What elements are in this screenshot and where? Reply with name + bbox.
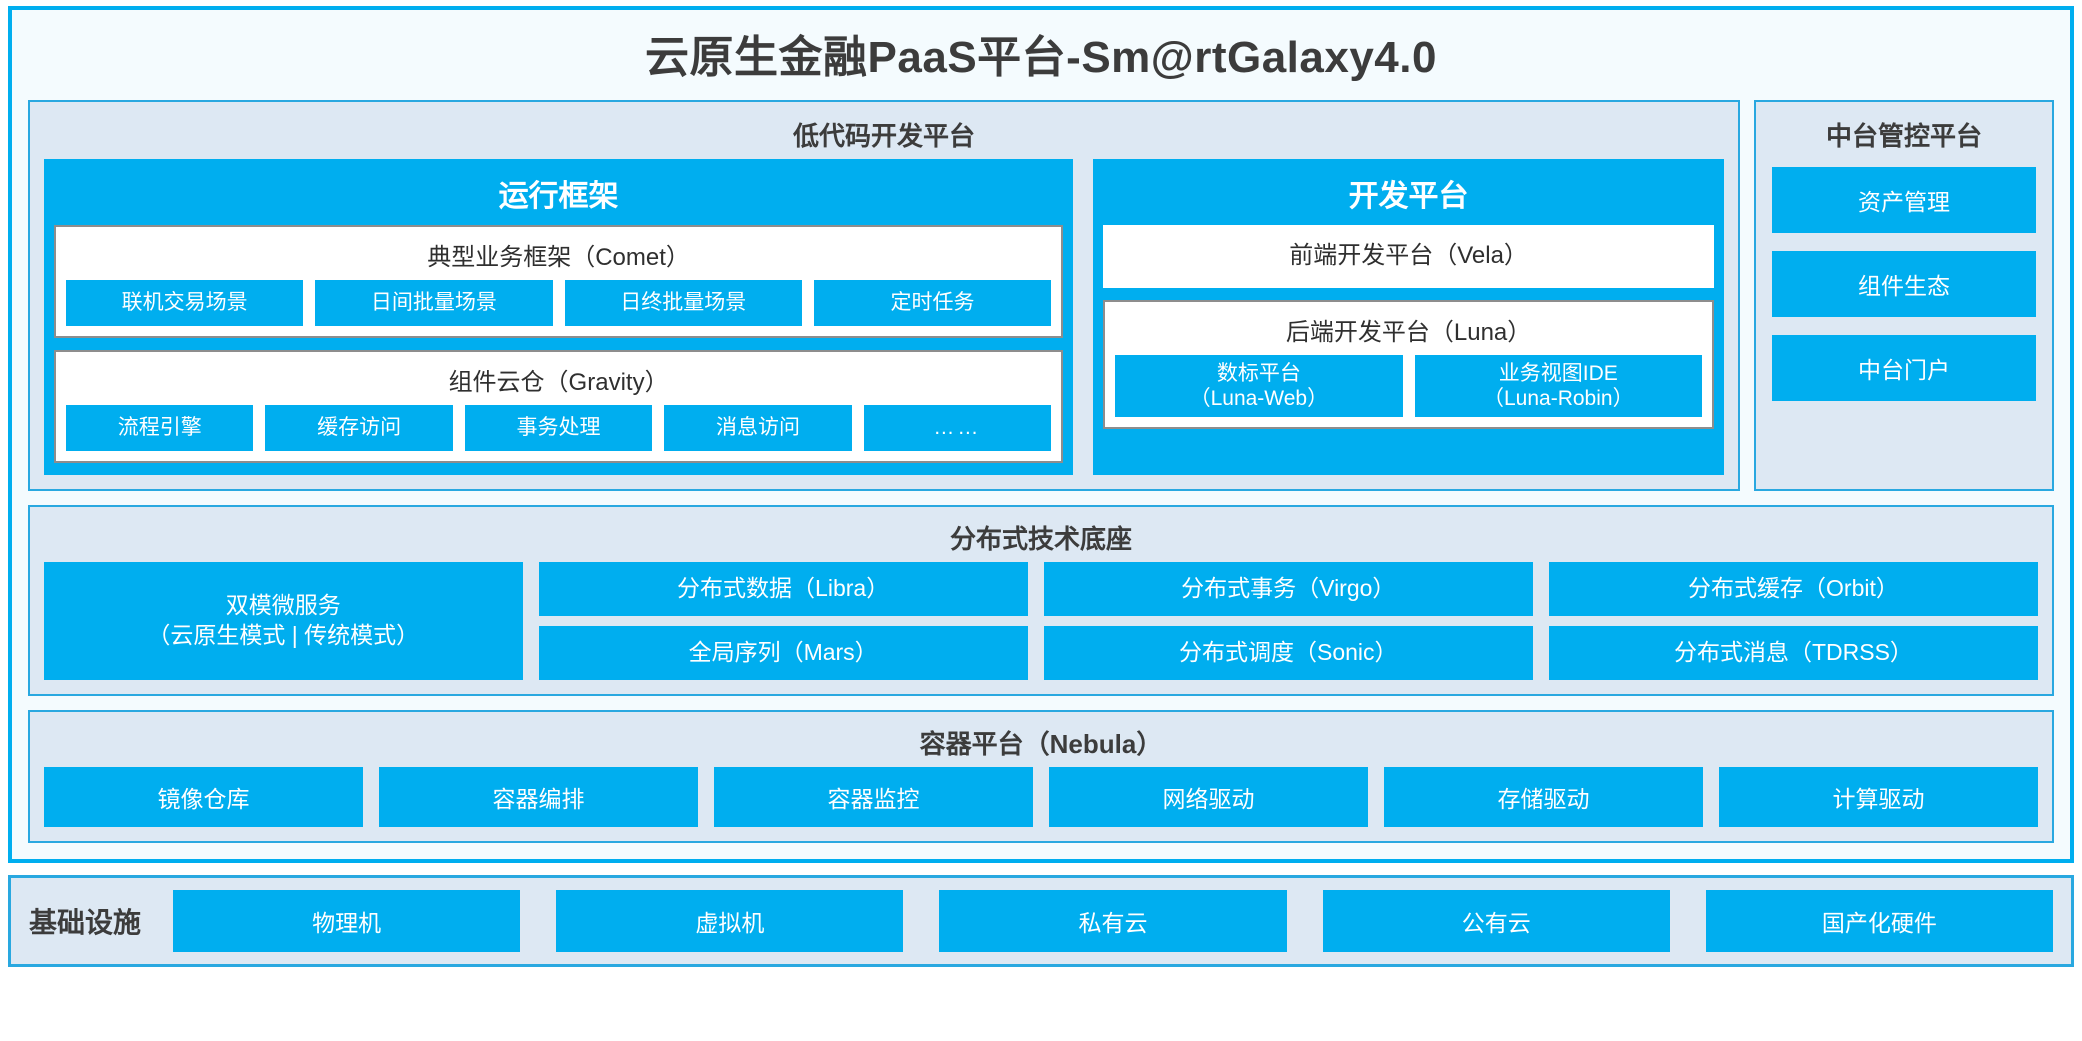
dual-mode-line2: （云原生模式 | 传统模式） xyxy=(147,622,420,649)
backend-chipbar: 数标平台 （Luna-Web） 业务视图IDE （Luna-Robin） xyxy=(1115,354,1703,418)
midoffice-platform-title: 中台管控平台 xyxy=(1825,120,1982,151)
gravity-item-more[interactable]: …… xyxy=(863,405,1052,452)
page-title: 云原生金融PaaS平台-Sm@rtGalaxy4.0 xyxy=(645,33,1437,82)
comet-item-3[interactable]: 定时任务 xyxy=(813,279,1052,327)
frontend-platform-label: 前端开发平台（Vela） xyxy=(1289,241,1528,269)
container-item-1[interactable]: 容器编排 xyxy=(379,767,698,828)
container-item-2[interactable]: 容器监控 xyxy=(714,767,1033,828)
distributed-base-grid: 双模微服务 （云原生模式 | 传统模式） 分布式数据（Libra） 全局序列（M… xyxy=(44,562,2039,681)
runtime-framework-box: 运行框架 典型业务框架（Comet） 联机交易场景 日间批量场景 日终批量场景 … xyxy=(44,158,1074,476)
infrastructure-item-2[interactable]: 私有云 xyxy=(939,890,1287,953)
gravity-title: 组件云仓（Gravity） xyxy=(448,369,669,397)
container-item-3[interactable]: 网络驱动 xyxy=(1049,767,1368,828)
infrastructure-item-3[interactable]: 公有云 xyxy=(1322,890,1670,953)
backend-item-luna-robin[interactable]: 业务视图IDE （Luna-Robin） xyxy=(1414,354,1703,418)
midoffice-item-0[interactable]: 资产管理 xyxy=(1772,166,2036,233)
comet-title: 典型业务框架（Comet） xyxy=(427,243,690,271)
base-item-virgo[interactable]: 分布式事务（Virgo） xyxy=(1043,562,1533,617)
backend-item-luna-robin-line1: 业务视图IDE xyxy=(1498,361,1618,385)
base-item-sonic[interactable]: 分布式调度（Sonic） xyxy=(1043,626,1533,681)
distributed-base-panel: 分布式技术底座 双模微服务 （云原生模式 | 传统模式） 分布式数据（Libra… xyxy=(28,505,2054,697)
dual-mode-microservice-chip[interactable]: 双模微服务 （云原生模式 | 传统模式） xyxy=(44,562,523,681)
backend-platform-title: 后端开发平台（Luna） xyxy=(1285,318,1532,346)
base-column-0: 分布式数据（Libra） 全局序列（Mars） xyxy=(538,562,1028,681)
midoffice-item-2[interactable]: 中台门户 xyxy=(1772,334,2036,401)
comet-chipbar: 联机交易场景 日间批量场景 日终批量场景 定时任务 xyxy=(66,279,1052,327)
comet-item-2[interactable]: 日终批量场景 xyxy=(564,279,802,327)
base-column-1: 分布式事务（Virgo） 分布式调度（Sonic） xyxy=(1043,562,1533,681)
base-item-mars[interactable]: 全局序列（Mars） xyxy=(538,626,1028,681)
infrastructure-item-4[interactable]: 国产化硬件 xyxy=(1705,890,2054,953)
dual-mode-microservice-col: 双模微服务 （云原生模式 | 传统模式） xyxy=(44,562,523,681)
gravity-item-2[interactable]: 事务处理 xyxy=(464,405,653,452)
frontend-platform-box[interactable]: 前端开发平台（Vela） xyxy=(1103,224,1714,288)
gravity-chipbar: 流程引擎 缓存访问 事务处理 消息访问 …… xyxy=(66,405,1052,452)
backend-item-luna-web-line1: 数标平台 xyxy=(1216,361,1301,385)
infrastructure-item-1[interactable]: 虚拟机 xyxy=(556,890,904,953)
infrastructure-label: 基础设施 xyxy=(29,907,142,939)
base-item-tdrss[interactable]: 分布式消息（TDRSS） xyxy=(1548,626,2039,681)
container-item-5[interactable]: 计算驱动 xyxy=(1719,767,2038,828)
backend-item-luna-web-line2: （Luna-Web） xyxy=(1189,386,1329,410)
gravity-box: 组件云仓（Gravity） 流程引擎 缓存访问 事务处理 消息访问 …… xyxy=(54,350,1064,464)
lowcode-platform-panel: 低代码开发平台 运行框架 典型业务框架（Comet） 联机交易场景 日间批量场景… xyxy=(28,99,1740,492)
midoffice-platform-panel: 中台管控平台 资产管理 组件生态 中台门户 xyxy=(1754,99,2054,492)
development-platform-box: 开发平台 前端开发平台（Vela） 后端开发平台（Luna） 数标平台 （Lun… xyxy=(1093,158,1724,476)
infrastructure-bar: 基础设施 物理机 虚拟机 私有云 公有云 国产化硬件 xyxy=(8,875,2074,968)
comet-item-1[interactable]: 日间批量场景 xyxy=(315,279,553,327)
runtime-framework-title: 运行框架 xyxy=(498,179,619,213)
container-platform-panel: 容器平台（Nebula） 镜像仓库 容器编排 容器监控 网络驱动 存储驱动 计算… xyxy=(28,710,2054,844)
backend-item-luna-web[interactable]: 数标平台 （Luna-Web） xyxy=(1115,354,1403,418)
midoffice-item-1[interactable]: 组件生态 xyxy=(1772,250,2036,317)
lowcode-inner: 运行框架 典型业务框架（Comet） 联机交易场景 日间批量场景 日终批量场景 … xyxy=(44,158,1724,476)
lowcode-platform-title: 低代码开发平台 xyxy=(792,120,975,151)
midoffice-stack: 资产管理 组件生态 中台门户 xyxy=(1772,166,2036,401)
dual-mode-line1: 双模微服务 xyxy=(225,592,341,619)
comet-item-0[interactable]: 联机交易场景 xyxy=(66,279,304,327)
main-platform-frame: 云原生金融PaaS平台-Sm@rtGalaxy4.0 低代码开发平台 运行框架 … xyxy=(8,6,2074,864)
base-item-orbit[interactable]: 分布式缓存（Orbit） xyxy=(1548,562,2039,617)
top-row: 低代码开发平台 运行框架 典型业务框架（Comet） 联机交易场景 日间批量场景… xyxy=(28,99,2054,492)
distributed-base-title: 分布式技术底座 xyxy=(949,524,1132,555)
container-item-4[interactable]: 存储驱动 xyxy=(1384,767,1703,828)
gravity-item-0[interactable]: 流程引擎 xyxy=(66,405,254,452)
backend-item-luna-robin-line2: （Luna-Robin） xyxy=(1483,386,1634,410)
gravity-item-3[interactable]: 消息访问 xyxy=(664,405,852,452)
development-platform-title: 开发平台 xyxy=(1348,179,1469,213)
base-column-2: 分布式缓存（Orbit） 分布式消息（TDRSS） xyxy=(1548,562,2039,681)
gravity-item-1[interactable]: 缓存访问 xyxy=(265,405,453,452)
container-platform-grid: 镜像仓库 容器编排 容器监控 网络驱动 存储驱动 计算驱动 xyxy=(44,767,2038,828)
infrastructure-item-0[interactable]: 物理机 xyxy=(173,890,521,953)
base-item-libra[interactable]: 分布式数据（Libra） xyxy=(538,562,1028,617)
comet-box: 典型业务框架（Comet） 联机交易场景 日间批量场景 日终批量场景 定时任务 xyxy=(54,224,1064,339)
container-item-0[interactable]: 镜像仓库 xyxy=(44,767,363,828)
container-platform-title: 容器平台（Nebula） xyxy=(919,729,1163,760)
backend-platform-box: 后端开发平台（Luna） 数标平台 （Luna-Web） 业务视图IDE （Lu… xyxy=(1103,299,1714,430)
